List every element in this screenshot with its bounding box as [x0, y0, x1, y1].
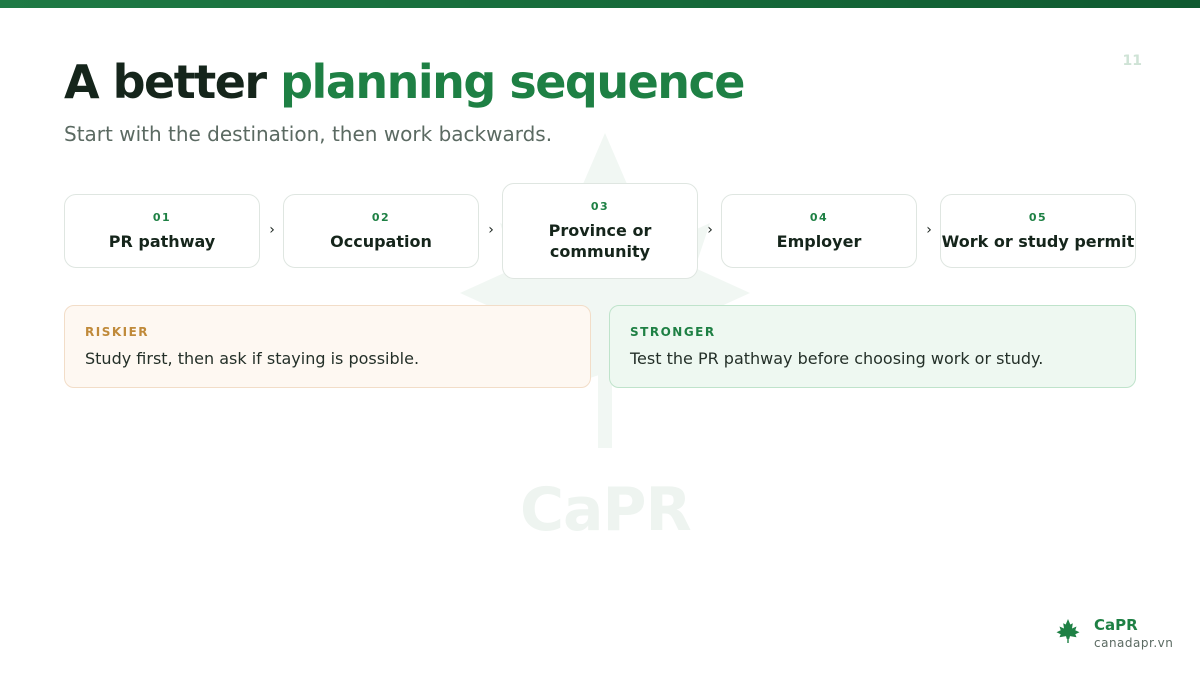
stronger-text: Test the PR pathway before choosing work… — [630, 349, 1044, 368]
brand-url: canadapr.vn — [1094, 636, 1174, 650]
title-accent: planning sequence — [280, 55, 745, 109]
brand-footer: CaPR canadapr.vn — [1056, 614, 1186, 654]
chevron-right-icon: › — [488, 222, 494, 238]
riskier-approach-card: RISKIER Study first, then ask if staying… — [64, 305, 591, 388]
step-card-occupation: 02 Occupation — [283, 194, 479, 268]
chevron-right-icon: › — [707, 222, 713, 238]
step-number: 04 — [809, 210, 829, 224]
step-number: 01 — [152, 210, 172, 224]
planning-steps: 01 PR pathway › 02 Occupation › 03 Provi… — [64, 182, 1136, 282]
chevron-right-icon: › — [926, 222, 932, 238]
brand-watermark-text: CaPR — [520, 475, 692, 545]
stronger-approach-card: STRONGER Test the PR pathway before choo… — [609, 305, 1136, 388]
riskier-text: Study first, then ask if staying is poss… — [85, 349, 420, 368]
riskier-tag: RISKIER — [85, 325, 150, 339]
step-number: 03 — [590, 200, 610, 213]
step-card-pr-pathway: 01 PR pathway — [64, 194, 260, 268]
step-label: Province or community — [548, 221, 652, 261]
stronger-tag: STRONGER — [630, 325, 716, 339]
step-label: PR pathway — [108, 231, 216, 251]
chevron-right-icon: › — [269, 222, 275, 238]
step-label: Work or study permit — [941, 231, 1135, 251]
title-lead: A better — [64, 55, 267, 109]
step-number: 05 — [1028, 210, 1048, 224]
maple-leaf-icon — [1056, 619, 1080, 643]
step-label: Occupation — [330, 231, 432, 251]
step-card-permit: 05 Work or study permit — [940, 194, 1136, 268]
slide-title: A better planning sequence — [64, 54, 764, 110]
step-card-province: 03 Province or community — [502, 183, 698, 279]
step-card-employer: 04 Employer — [721, 194, 917, 268]
brand-name: CaPR — [1094, 616, 1138, 634]
page-number: 11 — [1122, 53, 1142, 69]
step-label: Employer — [776, 231, 862, 251]
step-number: 02 — [371, 210, 391, 224]
slide-subtitle: Start with the destination, then work ba… — [64, 122, 553, 146]
top-accent-bar — [0, 0, 1200, 8]
maple-leaf-watermark-icon — [460, 133, 750, 448]
